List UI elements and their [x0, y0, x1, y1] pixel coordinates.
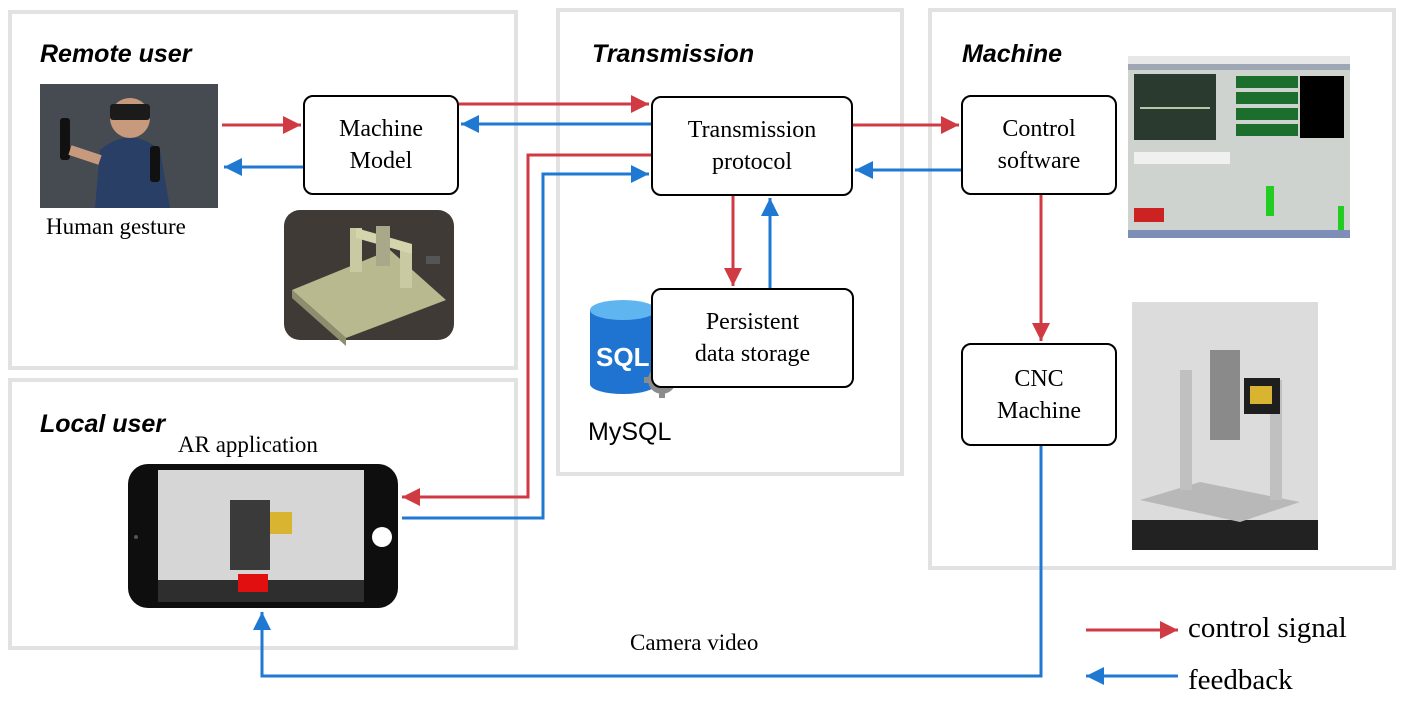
human-gesture-caption: Human gesture	[46, 214, 186, 239]
camera-video-caption: Camera video	[630, 630, 759, 655]
persistent-storage-node: Persistent data storage	[651, 288, 854, 388]
arrow-gesture-to-model	[222, 116, 301, 134]
smartphone-ar-image	[128, 464, 398, 608]
persistent-storage-label: Persistent data storage	[694, 309, 811, 367]
transmission-protocol-node: Transmission protocol	[651, 96, 853, 196]
arrow-camera-video	[253, 446, 1043, 678]
svg-text:SQL: SQL	[596, 342, 650, 372]
cnc-machine-node: CNC Machine	[961, 343, 1117, 446]
legend-feedback-label: feedback	[1188, 664, 1293, 696]
machine-title: Machine	[962, 40, 1063, 68]
ar-application-caption: AR application	[178, 432, 318, 457]
arrow-storage-to-protocol	[761, 198, 779, 288]
local-user-title: Local user	[40, 410, 166, 438]
vr-user-photo	[40, 84, 218, 208]
arrow-protocol-to-ar	[402, 153, 651, 506]
legend-control-signal-label: control signal	[1188, 612, 1347, 644]
arrow-protocol-to-model	[461, 115, 651, 133]
cnc-machine-label: CNC Machine	[997, 365, 1081, 424]
machine-model-label: Machine Model	[339, 116, 423, 174]
transmission-title: Transmission	[592, 40, 755, 68]
cnc-machine-photo	[1132, 302, 1318, 550]
control-software-node: Control software	[961, 95, 1117, 195]
arrow-control-to-protocol	[855, 161, 961, 179]
transmission-protocol-label: Transmission protocol	[687, 117, 817, 175]
connection-arrows	[222, 95, 1050, 678]
transmission-panel	[556, 8, 904, 476]
arrow-protocol-to-storage	[724, 196, 742, 286]
arrow-model-to-protocol	[459, 95, 649, 113]
mach3-software-screenshot	[1128, 56, 1350, 238]
cnc-3d-model-image	[284, 210, 454, 346]
arrow-control-to-cnc	[1032, 195, 1050, 341]
control-software-label: Control software	[997, 116, 1081, 174]
remote-user-title: Remote user	[40, 40, 192, 68]
arrow-protocol-to-control	[853, 116, 959, 134]
sql-database-icon: SQL	[590, 300, 656, 394]
mysql-caption: MySQL	[588, 418, 672, 446]
arrow-model-to-gesture	[224, 158, 303, 176]
machine-model-node: Machine Model	[303, 95, 459, 195]
arrow-ar-to-protocol	[402, 165, 649, 520]
